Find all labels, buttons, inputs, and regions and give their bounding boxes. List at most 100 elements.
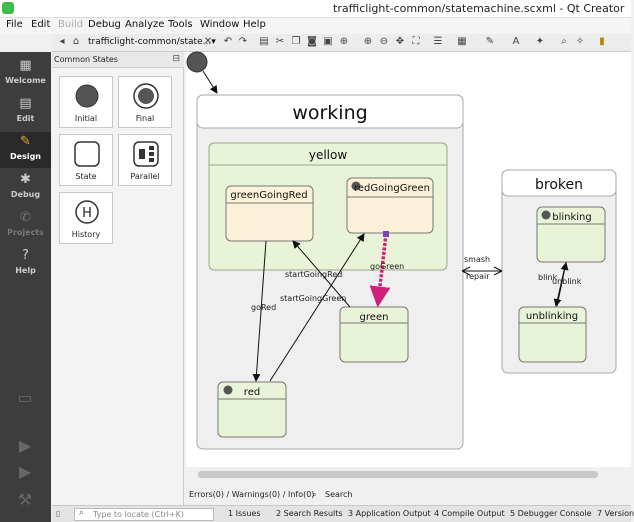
screenshot-icon[interactable]: ◙ [307, 36, 317, 47]
initial-node[interactable] [186, 51, 208, 73]
copy-icon[interactable]: ❐ [291, 36, 301, 47]
back-icon[interactable]: ◂ [59, 36, 65, 47]
palette-final[interactable]: Final [118, 76, 172, 128]
kit-selector-icon[interactable]: ▭ [17, 388, 33, 407]
mode-edit[interactable]: ▤ Edit [16, 96, 35, 124]
magic-icon[interactable]: ✧ [575, 36, 585, 47]
zoom-icon[interactable]: ⊕ [339, 36, 349, 47]
state-unblinking[interactable]: unblinking [518, 306, 587, 363]
mode-projects[interactable]: ✆ Projects [7, 210, 44, 238]
font-color-icon[interactable]: A [512, 36, 520, 47]
search-icon: ⌕ [79, 508, 85, 518]
transition-handle[interactable] [383, 231, 389, 237]
pan-icon[interactable]: ✥ [395, 36, 405, 47]
bug-icon: ✱ [20, 172, 31, 187]
menu-file[interactable]: File [6, 19, 23, 30]
initial-transition[interactable] [202, 70, 218, 94]
grid-icon: ▦ [19, 58, 32, 73]
search-icon[interactable]: ⌕ [312, 490, 317, 499]
file-selector[interactable]: trafficlight-common/state...▾ [88, 37, 216, 47]
state-label-redGoingGreen: redGoingGreen [354, 183, 430, 194]
chart-icon[interactable]: ▮ [599, 36, 605, 47]
state-label-greenGoingRed: greenGoingRed [230, 190, 307, 201]
run-icon[interactable]: ▶ [18, 436, 32, 455]
question-icon: ? [22, 248, 29, 263]
menu-edit[interactable]: Edit [31, 19, 51, 30]
transition-goRed[interactable] [252, 240, 267, 382]
issues-summary-bar: Errors(0) / Warnings(0) / Info(0) ⌕ Sear… [186, 488, 631, 504]
label-blink: blink [538, 273, 558, 282]
lock-icon[interactable]: ⌂ [72, 36, 80, 47]
scrollbar-thumb[interactable] [198, 471, 598, 478]
export-icon[interactable]: ▣ [323, 36, 333, 47]
horizontal-scrollbar[interactable] [186, 467, 631, 482]
menu-tools[interactable]: Tools [168, 19, 193, 30]
transition-startGoingGreen[interactable] [269, 233, 365, 382]
fit-icon[interactable]: ⛶ [412, 36, 420, 47]
statechart-canvas[interactable]: working yellow greenGoingRed redGoingGre… [186, 51, 631, 482]
build-hammer-icon[interactable]: ⚒ [17, 490, 33, 509]
mode-help[interactable]: ? Help [15, 248, 36, 276]
state-red[interactable]: red [217, 381, 287, 438]
sidebar-toggle-icon[interactable]: ▯ [56, 509, 61, 518]
search-icon[interactable]: ⌕ [561, 36, 567, 47]
state-label-green: green [360, 312, 389, 323]
svg-text:H: H [82, 206, 92, 221]
state-label-unblinking: unblinking [526, 311, 578, 322]
panel-title: Common States [54, 55, 118, 64]
adjust-icon[interactable]: ▦ [457, 36, 467, 47]
state-blinking[interactable]: blinking [536, 206, 606, 263]
initial-marker-red [223, 385, 233, 395]
locate-input[interactable]: ⌕ Type to locate (Ctrl+K) [74, 508, 214, 521]
state-redGoingGreen[interactable]: redGoingGreen [346, 177, 434, 234]
pane-search-results[interactable]: 2 Search Results [276, 509, 343, 518]
pane-compile-output[interactable]: 4 Compile Output [434, 509, 505, 518]
color-icon[interactable]: ✎ [485, 36, 495, 47]
transition-unblink[interactable] [556, 262, 569, 307]
menu-build[interactable]: Build [58, 19, 84, 30]
editor-toolbar: ◂ ⌂ trafficlight-common/state...▾ ✕ ↶ ↷ … [52, 34, 631, 52]
pane-issues[interactable]: 1 Issues [228, 509, 261, 518]
statechart-diagram[interactable]: working yellow greenGoingRed redGoingGre… [186, 51, 631, 467]
debug-run-icon[interactable]: ▶ [18, 462, 32, 481]
new-icon[interactable]: ▤ [259, 36, 269, 47]
state-greenGoingRed[interactable]: greenGoingRed [225, 185, 314, 242]
zoom-out-icon[interactable]: ⊖ [379, 36, 389, 47]
label-goRed: goRed [251, 303, 276, 312]
issues-search[interactable]: Search [325, 490, 353, 499]
palette-initial[interactable]: Initial [59, 76, 113, 128]
pane-debugger-console[interactable]: 5 Debugger Console [510, 509, 592, 518]
pane-version[interactable]: 7 Version [597, 509, 634, 518]
align-icon[interactable]: ☰ [433, 36, 443, 47]
label-smash: smash [464, 255, 490, 264]
state-label-blinking: blinking [552, 212, 592, 223]
transition-startGoingRed[interactable] [292, 240, 351, 308]
palette-history[interactable]: H History [59, 192, 113, 244]
pane-application-output[interactable]: 3 Application Output [348, 509, 431, 518]
statistics-icon[interactable]: ✦ [535, 36, 545, 47]
collapse-icon[interactable]: ⊟ [172, 54, 180, 64]
palette-parallel[interactable]: Parallel [118, 134, 172, 186]
initial-marker-blinking [541, 210, 551, 220]
close-icon[interactable]: ✕ [203, 36, 213, 47]
menu-debug[interactable]: Debug [88, 19, 121, 30]
arrowhead-right-a [493, 266, 503, 272]
menu-window[interactable]: Window [200, 19, 240, 30]
zoom-in-icon[interactable]: ⊕ [363, 36, 373, 47]
menu-analyze[interactable]: Analyze [125, 19, 165, 30]
mode-debug[interactable]: ✱ Debug [10, 172, 41, 200]
transition-goGreen[interactable] [369, 233, 391, 308]
parallel-state-icon [133, 141, 159, 167]
mode-selector: ▦ Welcome ▤ Edit ✎ Design ✱ Debug ✆ Proj… [0, 52, 51, 522]
mode-welcome[interactable]: ▦ Welcome [5, 58, 46, 86]
cut-icon[interactable]: ✂ [275, 36, 285, 47]
state-green[interactable]: green [339, 306, 409, 363]
mode-design[interactable]: ✎ Design [0, 132, 51, 168]
redo-icon[interactable]: ↷ [238, 36, 248, 47]
issues-counts[interactable]: Errors(0) / Warnings(0) / Info(0) [189, 490, 315, 499]
undo-icon[interactable]: ↶ [223, 36, 233, 47]
state-label-working: working [292, 102, 367, 124]
palette-state[interactable]: State [59, 134, 113, 186]
menu-help[interactable]: Help [243, 19, 266, 30]
common-states-panel: Common States ⊟ Initial Final State Para… [52, 52, 184, 522]
